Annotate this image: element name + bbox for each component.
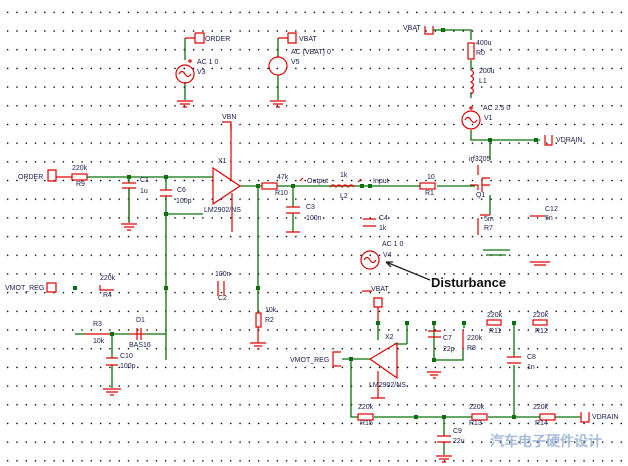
c12-value: 5n	[545, 215, 553, 222]
l1-ref: L1	[479, 78, 487, 85]
d1-value: BAS16	[129, 342, 151, 349]
r3-value: 10k	[93, 338, 105, 345]
c12-ref: C12	[545, 206, 558, 213]
r2-ref: R2	[265, 317, 274, 324]
output-net-label: Output	[307, 178, 328, 185]
x1-supply-label: VBN	[222, 114, 236, 121]
r15-value: 220k	[358, 404, 374, 411]
v4-ref: V4	[383, 252, 392, 259]
d1-ref: D1	[136, 317, 145, 324]
l2-value: 1k	[340, 172, 348, 179]
r4-ref: R4	[103, 292, 112, 299]
r1-ref: R1	[425, 190, 434, 197]
c4-ref: C4	[379, 215, 388, 222]
r11-value: 220k	[487, 312, 503, 319]
r0-ref: R0	[476, 50, 485, 57]
watermark: 汽车电子硬件设计	[490, 433, 602, 449]
v4-value: AC 1 0	[382, 241, 404, 248]
v5-net-label: VBAT	[299, 36, 317, 43]
x2-value: LM2902/NS	[369, 382, 406, 389]
source-v4[interactable]	[360, 250, 431, 281]
c8-value: 1n	[527, 364, 535, 371]
c2-ref: C2	[218, 295, 227, 302]
v3-net-label: ORDER	[205, 36, 230, 43]
vmot-reg-label: VMOT_REG	[5, 285, 44, 292]
r4-value: 220k	[100, 275, 116, 282]
c6-ref: C6	[177, 187, 186, 194]
c3-value: 100n	[306, 215, 322, 222]
c7-value: 22p	[443, 346, 455, 353]
q1-ref: Q1	[476, 192, 485, 199]
r12-ref: R12	[535, 328, 548, 335]
r14-value: 220k	[533, 404, 549, 411]
x1-opamp-stage	[47, 121, 475, 360]
r13-value: 220k	[469, 404, 485, 411]
c8-ref: C8	[527, 354, 536, 361]
x1-ref: X1	[218, 158, 227, 165]
r15-ref: R15	[360, 420, 373, 427]
c1-ref: C1	[140, 177, 149, 184]
r1-value: 10	[427, 174, 435, 181]
vbat-top-label: VBAT	[403, 25, 421, 32]
c9-value: 22u	[453, 438, 465, 445]
v1-ref: V1	[484, 115, 493, 122]
c1-value: 1u	[140, 188, 148, 195]
vmot-reg2-label: VMOT_REG	[290, 357, 329, 364]
v1-value: AC 2.5 0	[483, 105, 510, 112]
r13-ref: R13	[469, 420, 482, 427]
vmot-reg-stage	[46, 281, 266, 396]
l2-ref: L2	[340, 193, 348, 200]
r3-ref: R3	[93, 321, 102, 328]
r11-ref: R11	[489, 328, 501, 335]
r12-value: 220k	[533, 312, 549, 319]
vdrain-label: VDRAIN	[556, 137, 582, 144]
v3-value: AC 1 0	[197, 59, 219, 66]
r7-value: 5m	[484, 216, 494, 223]
r10-ref: R10	[275, 190, 288, 197]
c3-ref: C3	[306, 204, 315, 211]
r7-ref: R7	[484, 225, 493, 232]
source-v5[interactable]	[268, 32, 297, 108]
order-input-label: ORDER	[18, 174, 43, 181]
r0-value: 400u	[476, 40, 492, 47]
r9-ref: R9	[76, 181, 85, 188]
vbat-x2-label: VBAT	[371, 286, 389, 293]
v5-ref: V5	[291, 59, 300, 66]
power-branch	[424, 26, 553, 266]
q1-value: irf3205	[469, 156, 491, 163]
r10-value: 47k	[277, 174, 289, 181]
source-v3[interactable]	[175, 32, 205, 108]
x2-opamp-stage	[332, 290, 590, 463]
c6-value: 100p	[176, 198, 192, 205]
c9-ref: C9	[453, 428, 462, 435]
r9-value: 220k	[72, 165, 88, 172]
c2-value: 100n	[215, 271, 231, 278]
input-net-label: Input	[373, 178, 389, 185]
c4-value: 1k	[379, 225, 387, 232]
r2-value: 10k	[265, 307, 277, 314]
r8-ref: R8	[467, 345, 476, 352]
c7-ref: C7	[443, 335, 452, 342]
v3-ref: V3	[197, 69, 206, 76]
disturbance-annotation: Disturbance	[431, 275, 506, 290]
r8-value: 220k	[467, 335, 483, 342]
l1-value: 200u	[479, 68, 495, 75]
x1-value: LM2902/NS	[204, 207, 241, 214]
x2-ref: X2	[385, 334, 394, 341]
vdrain-out-label: VDRAIN	[592, 414, 618, 421]
r14-ref: R14	[535, 420, 548, 427]
c10-value: 100p	[120, 363, 136, 370]
c10-ref: C10	[120, 353, 133, 360]
v5-value: AC {VBAT} 0	[291, 49, 331, 56]
